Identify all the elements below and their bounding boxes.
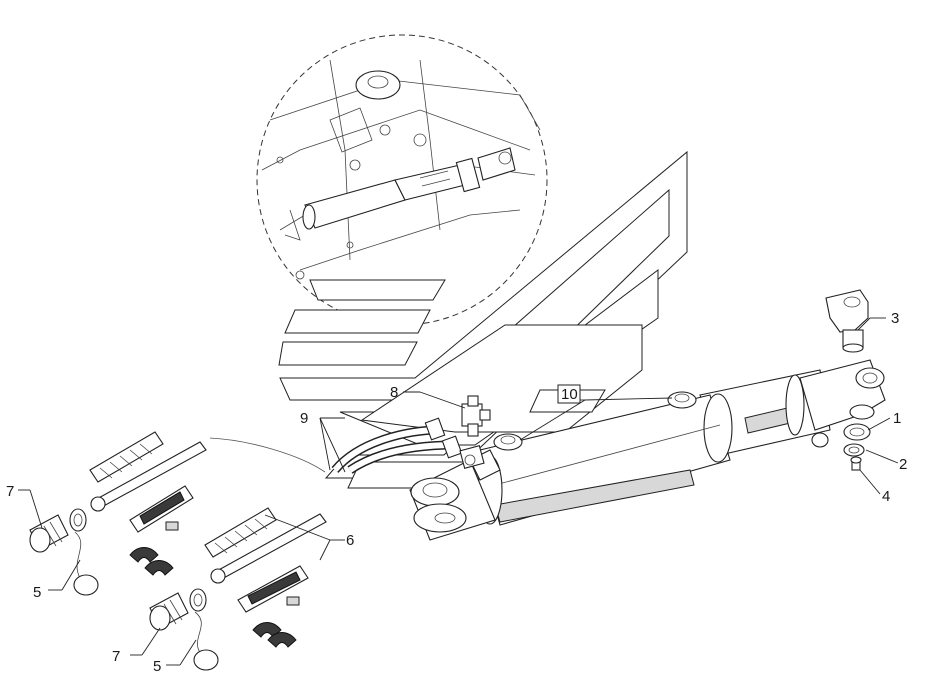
callout-6: 6: [346, 532, 354, 549]
washer-2: [843, 443, 865, 457]
callout-labels: 1 2 3 4 5 5 6 7 7 8 9 10: [6, 310, 907, 675]
hydraulic-cylinder: [409, 359, 886, 541]
callout-1: 1: [893, 410, 901, 427]
callout-5-upper: 5: [33, 584, 41, 601]
coupler-group-lower: [149, 507, 327, 671]
callout-10-box: [557, 384, 581, 404]
direction-chevron-graphic: [278, 150, 688, 489]
callout-9: 9: [300, 410, 308, 427]
callout-3: 3: [891, 310, 899, 327]
tee-fitting: [459, 395, 491, 469]
callout-8: 8: [390, 384, 398, 401]
callout-7-upper: 7: [6, 483, 14, 500]
callout-2: 2: [899, 456, 907, 473]
detail-inset-view: [256, 34, 548, 326]
leader-lines: [18, 317, 899, 666]
bolt-4: [850, 456, 862, 471]
callout-7-lower: 7: [112, 648, 120, 665]
pivot-pin: [825, 289, 869, 353]
callout-10: 10: [561, 386, 578, 403]
callout-4: 4: [882, 488, 890, 505]
washer-1: [843, 423, 871, 441]
callout-5-lower: 5: [153, 658, 161, 675]
hose-assembly: [331, 417, 463, 474]
coupler-group-upper: [29, 431, 326, 596]
